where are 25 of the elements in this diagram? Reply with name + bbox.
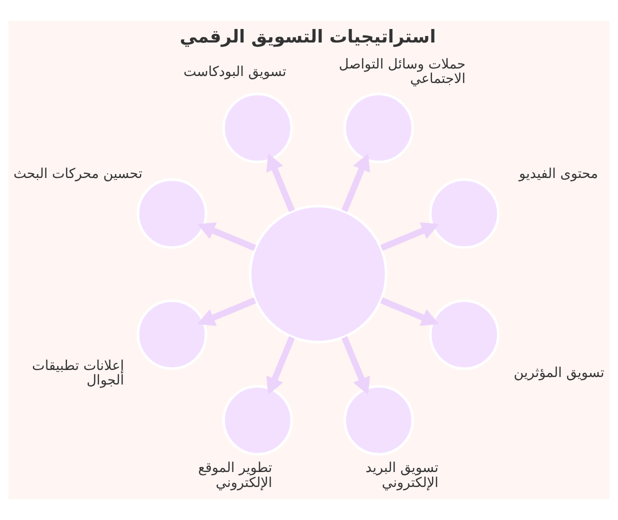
node-circle [343,92,414,164]
arrow [266,153,295,212]
node-circle [222,384,293,456]
node-label: محتوى الفيديو [519,166,598,182]
node-label: تطوير الموقع الإلكتروني [198,460,272,491]
node-label: تسويق البودكاست [184,64,286,80]
diagram-title: استراتيجيات التسويق الرقمي [180,26,436,48]
node-label: تحسين محركات البحث [13,166,142,182]
node-label: حملات وسائل التواصل الاجتماعي [338,56,466,88]
arrow [266,336,295,395]
node-circle [429,299,500,370]
node-label: تسويق المؤثرين [514,365,604,382]
node-circle [429,178,500,249]
arrow [341,336,370,395]
arrow [341,153,370,212]
node-circle [136,299,208,370]
node-label: تسويق البريد الإلكتروني [366,460,438,491]
node-label: إعلانات تطبيقات الجوال [32,358,124,388]
arrow [380,297,439,326]
node-circle [248,204,388,344]
node-circle [343,384,414,456]
arrow [197,222,256,251]
node-circle [222,92,293,164]
arrow [380,222,439,251]
arrow [197,297,256,326]
